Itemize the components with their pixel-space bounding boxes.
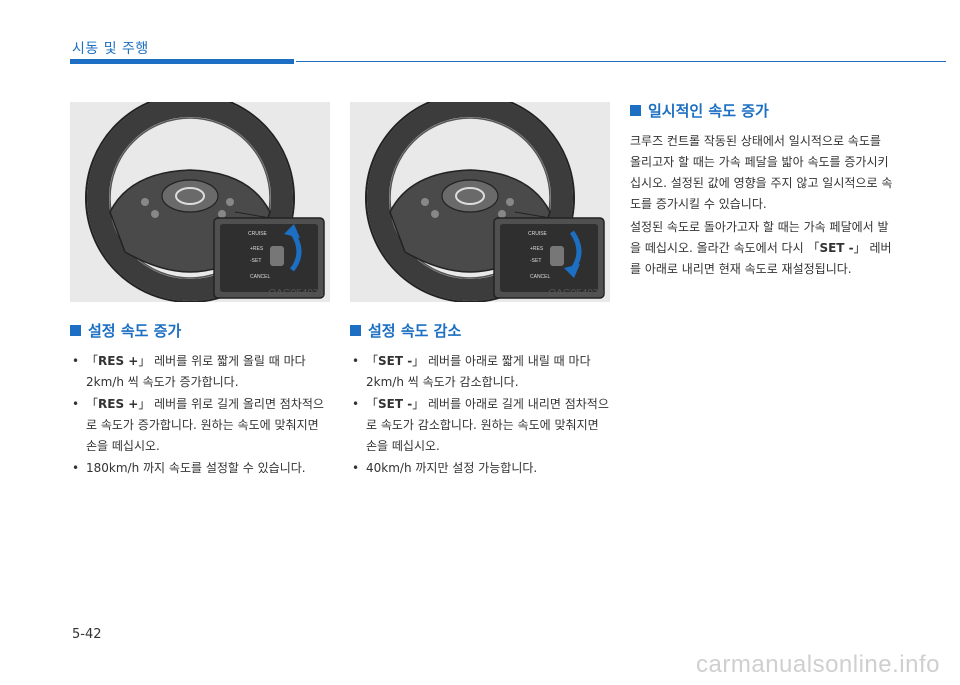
column-temporary-speed: 일시적인 속도 증가 크루즈 컨트롤 작동된 상태에서 일시적으로 속도를 올리… <box>630 100 894 282</box>
square-bullet-icon <box>70 325 81 336</box>
paragraph: 크루즈 컨트롤 작동된 상태에서 일시적으로 속도를 올리고자 할 때는 가속 … <box>630 134 893 211</box>
column-increase-speed: 설정 속도 증가 「RES +」 레버를 위로 짧게 올릴 때 마다 2km/h… <box>70 320 332 480</box>
bullet-list: 「SET -」 레버를 아래로 짧게 내릴 때 마다 2km/h 씩 속도가 감… <box>350 351 612 479</box>
heading-decrease-speed: 설정 속도 감소 <box>350 320 612 341</box>
steering-wheel-illustration: CRUISE +RES -SET CANCEL <box>85 102 325 302</box>
list-item: 40km/h 까지만 설정 가능합니다. <box>350 458 612 479</box>
lever-label-res: +RES <box>530 246 544 252</box>
page-number: 5-42 <box>72 627 102 642</box>
square-bullet-icon <box>350 325 361 336</box>
lever-label-set: -SET <box>250 258 261 264</box>
header-rule-thick <box>70 59 294 64</box>
list-item: 180km/h 까지 속도를 설정할 수 있습니다. <box>70 458 332 479</box>
arrow-up-icon <box>284 224 300 238</box>
figure-steering-wheel-set: CRUISE +RES -SET CANCEL OAG054030 <box>350 102 610 302</box>
heading-text: 설정 속도 증가 <box>88 322 182 340</box>
lever-label-cancel: CANCEL <box>530 274 551 280</box>
heading-text: 일시적인 속도 증가 <box>648 102 769 120</box>
lever-label-res: +RES <box>250 246 264 252</box>
list-item: 「RES +」 레버를 위로 길게 올리면 점차적으로 속도가 증가합니다. 원… <box>70 394 332 457</box>
watermark: carmanualsonline.info <box>696 651 940 678</box>
list-item: 「RES +」 레버를 위로 짧게 올릴 때 마다 2km/h 씩 속도가 증가… <box>70 351 332 393</box>
heading-increase-speed: 설정 속도 증가 <box>70 320 332 341</box>
heading-temporary-speed: 일시적인 속도 증가 <box>630 100 894 121</box>
header-rule-thin <box>296 61 946 62</box>
arrow-down-icon <box>564 264 580 278</box>
lever-label-set: -SET <box>530 258 541 264</box>
bullet-list: 「RES +」 레버를 위로 짧게 올릴 때 마다 2km/h 씩 속도가 증가… <box>70 351 332 479</box>
square-bullet-icon <box>630 105 641 116</box>
column-decrease-speed: 설정 속도 감소 「SET -」 레버를 아래로 짧게 내릴 때 마다 2km/… <box>350 320 612 480</box>
list-item: 「SET -」 레버를 아래로 길게 내리면 점차적으로 속도가 감소합니다. … <box>350 394 612 457</box>
figure-steering-wheel-res: CRUISE +RES -SET CANCEL OAG054031 <box>70 102 330 302</box>
lever-label-cruise: CRUISE <box>528 231 548 237</box>
steering-wheel-illustration: CRUISE +RES -SET CANCEL <box>365 102 605 302</box>
section-title: 시동 및 주행 <box>72 41 149 57</box>
list-item: 「SET -」 레버를 아래로 짧게 내릴 때 마다 2km/h 씩 속도가 감… <box>350 351 612 393</box>
lever-label-cancel: CANCEL <box>250 274 271 280</box>
heading-text: 설정 속도 감소 <box>368 322 462 340</box>
lever-label-cruise: CRUISE <box>248 231 268 237</box>
paragraph: 설정된 속도로 돌아가고자 할 때는 가속 페달에서 발을 떼십시오. 올라간 … <box>630 220 892 276</box>
figure-code: OAG054031 <box>268 288 324 299</box>
figure-code: OAG054030 <box>548 288 604 299</box>
